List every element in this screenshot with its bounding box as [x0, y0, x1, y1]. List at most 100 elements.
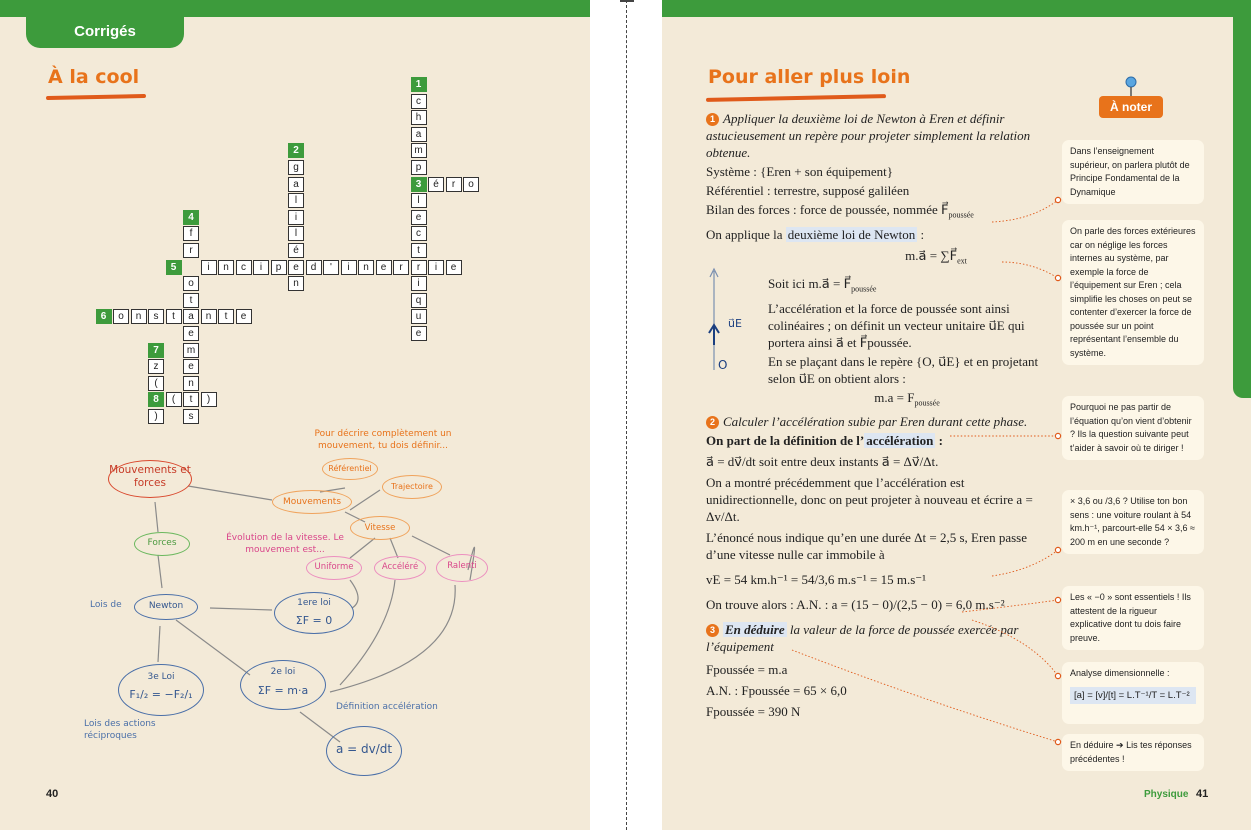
crossword-cell: é — [288, 243, 304, 258]
mind-map: Mouvements et forces Forces Lois de Newt… — [0, 420, 590, 800]
mm-uniforme: Uniforme — [314, 562, 354, 572]
crossword-cell: l — [288, 193, 304, 209]
a-noter-badge: À noter — [1099, 96, 1163, 118]
title-underline-right — [705, 94, 887, 102]
crossword-cell: r — [183, 243, 199, 258]
mm-pour-decrire: Pour décrire complètement un mouvement, … — [314, 429, 452, 451]
crossword-cell: t — [410, 243, 427, 258]
crossword-cell: o — [183, 276, 199, 292]
mm-forces: Forces — [147, 538, 177, 548]
mm-mouvements-forces-oval — [108, 460, 192, 498]
crossword-cell: e — [445, 259, 462, 275]
mm-uniforme-oval — [306, 556, 362, 580]
crossword-cell: n — [358, 259, 374, 275]
crossword-cell: u — [410, 309, 427, 325]
page-number-right: 41 — [1196, 788, 1209, 800]
footer-subject: Physique — [1144, 789, 1189, 800]
mm-definition-acceleration: Définition accélération — [336, 702, 438, 712]
crossword-cell: i — [200, 259, 217, 275]
q2-number: 2 — [706, 416, 719, 430]
q2-enonce: L’énoncé nous indique qu’en une durée Δt… — [706, 530, 1027, 563]
mm-newton: Newton — [148, 601, 184, 611]
crossword-cell: i — [340, 259, 357, 275]
link-en-deduire: En déduire — [723, 622, 787, 638]
note-moins-zero: Les « −0 » sont essentiels ! Ils atteste… — [1062, 586, 1204, 650]
q1-derivation: u⃗E O Soit ici m.a⃗ = F⃗poussée L’accélé… — [706, 267, 1046, 411]
crossword-clue-number: 4 — [183, 209, 199, 225]
crossword-cell: a — [183, 309, 199, 325]
crossword-cell: e — [235, 309, 252, 325]
mm-trajectoire-oval — [382, 475, 442, 499]
q2-ve: vE = 54 km.h⁻¹ = 54/3,6 m.s⁻¹ = 15 m.s⁻¹ — [706, 572, 927, 588]
mm-evolution: Évolution de la vitesse. Le mouvement es… — [226, 533, 344, 555]
note-analyse-dimensionnelle: Analyse dimensionnelle : [a] = [v]/[t] =… — [1062, 662, 1204, 724]
q3-number: 3 — [706, 624, 719, 638]
crossword-cell: l — [410, 193, 427, 209]
mm-ralenti: Ralenti — [447, 561, 477, 571]
q3-l2: A.N. : Fpoussée = 65 × 6,0 — [706, 683, 847, 699]
link-acceleration: accélération — [864, 433, 936, 449]
mm-2e-loi: 2e loi — [270, 667, 296, 677]
crossword-cell: ) — [200, 392, 217, 408]
crossword-cell: d — [305, 259, 322, 275]
dim-formula: [a] = [v]/[t] = L.T⁻¹/T = L.T⁻² — [1070, 686, 1196, 704]
crossword-cell: c — [410, 93, 427, 109]
q1-soit: Soit ici m.a⃗ = F⃗poussée — [768, 276, 877, 294]
crossword-cell: ( — [148, 375, 164, 391]
vector-label: u⃗E — [728, 317, 742, 330]
crossword-cell: r — [445, 176, 462, 192]
crossword-cell: r — [393, 259, 409, 275]
q1-bilan: Bilan des forces : force de poussée, nom… — [706, 202, 974, 220]
crossword-cell: e — [375, 259, 392, 275]
axis-label: O — [718, 358, 727, 372]
crossword-clue-number: 1 — [410, 77, 427, 92]
mm-ralenti-oval — [436, 554, 488, 582]
crossword-cell: n — [200, 309, 217, 325]
crossword-cell: i — [428, 259, 444, 275]
crossword-cell: p — [410, 160, 427, 175]
mm-mouvements-forces: Mouvements et forces — [109, 464, 191, 489]
q1-referentiel: Référentiel : terrestre, supposé galilée… — [706, 183, 910, 198]
mm-1ere-loi-oval — [274, 592, 354, 634]
left-page: Corrigés À la cool champélectriquegalilé… — [0, 0, 590, 830]
crossword-cell: s — [148, 309, 164, 325]
mm-3e-loi-formula: F₁/₂ = −F₂/₁ — [129, 688, 193, 701]
crossword-cell: a — [410, 126, 427, 142]
crossword-cell: e — [288, 259, 304, 275]
corriges-tab: Corrigés — [26, 16, 184, 48]
q1-systeme: Système : {Eren + son équipement} — [706, 164, 893, 179]
mm-2e-loi-oval — [240, 660, 326, 710]
q1-number: 1 — [706, 113, 719, 126]
sidebar-green-tab — [1233, 0, 1251, 398]
link-deuxieme-loi: deuxième loi de Newton — [785, 226, 918, 242]
mm-mouvements-oval — [272, 490, 352, 514]
mm-mouvements: Mouvements — [282, 497, 342, 507]
crossword-clue-number: 5 — [165, 259, 182, 275]
crossword-cell: i — [253, 259, 269, 275]
crossword-cell: z — [148, 359, 164, 375]
mm-1ere-loi-formula: ΣF = 0 — [295, 614, 333, 627]
note-pfd: Dans l’enseignement supérieur, on parler… — [1062, 140, 1204, 204]
q1-para2: En se plaçant dans le repère {O, u⃗E} et… — [768, 353, 1039, 386]
crossword-cell: t — [183, 392, 199, 408]
mm-referentiel-oval — [322, 458, 378, 480]
q3-l1: Fpoussée = m.a — [706, 662, 788, 678]
crossword-cell: ) — [148, 409, 164, 424]
q1-applique: On applique la deuxième loi de Newton : — [706, 226, 925, 242]
crossword-cell: ( — [165, 392, 182, 408]
crossword-grid: champélectriquegaliléenérofrotementspinc… — [0, 0, 590, 424]
crossword-cell: e — [410, 326, 427, 341]
crossword-cell: s — [183, 409, 199, 424]
crossword-clue-number: 3 — [410, 176, 427, 192]
mm-vitesse-oval — [350, 516, 410, 540]
mm-trajectoire: Trajectoire — [391, 482, 433, 491]
crossword-cell: t — [165, 309, 182, 325]
mm-3e-loi: 3e Loi — [147, 672, 175, 682]
crossword-cell: e — [410, 209, 427, 225]
crossword-clue-number: 6 — [95, 309, 112, 325]
mm-3e-loi-oval — [118, 664, 204, 716]
